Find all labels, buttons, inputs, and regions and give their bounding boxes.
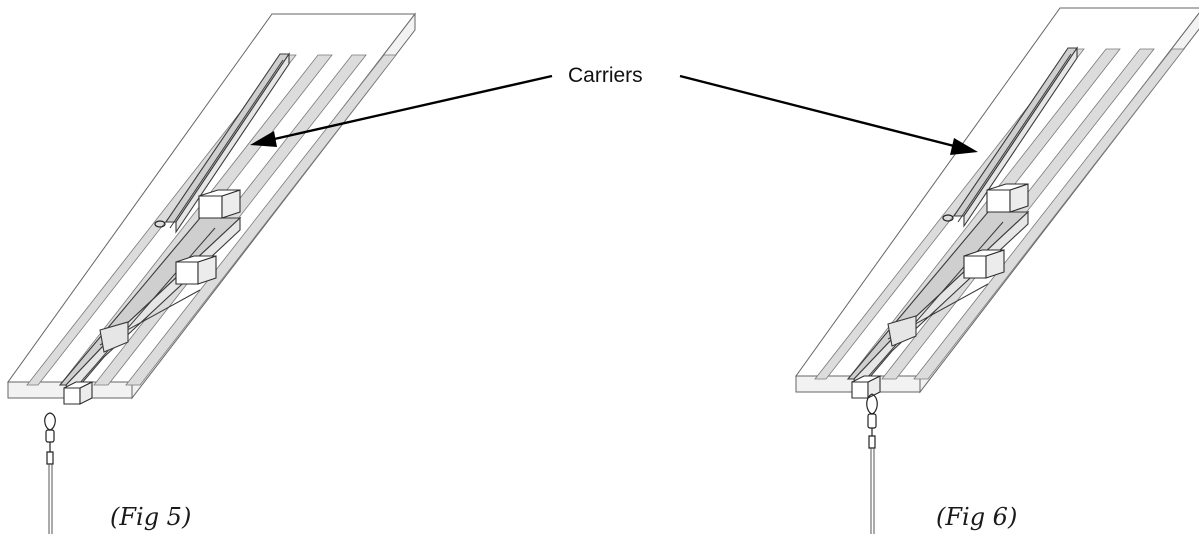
carriers-arrowhead-fig5 [250, 131, 277, 147]
carriers-arrow-fig5 [269, 74, 553, 142]
carriers-label: Carriers [568, 64, 643, 87]
fig5-caption: (Fig 5) [110, 503, 191, 531]
carriers-arrow-fig6 [679, 74, 959, 149]
hook-cord-fig5 [44, 412, 56, 534]
fig6-caption: (Fig 6) [936, 503, 1017, 531]
track-assembly-fig6 [795, 7, 1199, 534]
carriers-arrowhead-fig6 [950, 138, 978, 155]
track-assembly-fig5 [7, 13, 416, 534]
carriers-callout: Carriers [250, 64, 978, 155]
hook-cord-fig6 [866, 393, 878, 534]
